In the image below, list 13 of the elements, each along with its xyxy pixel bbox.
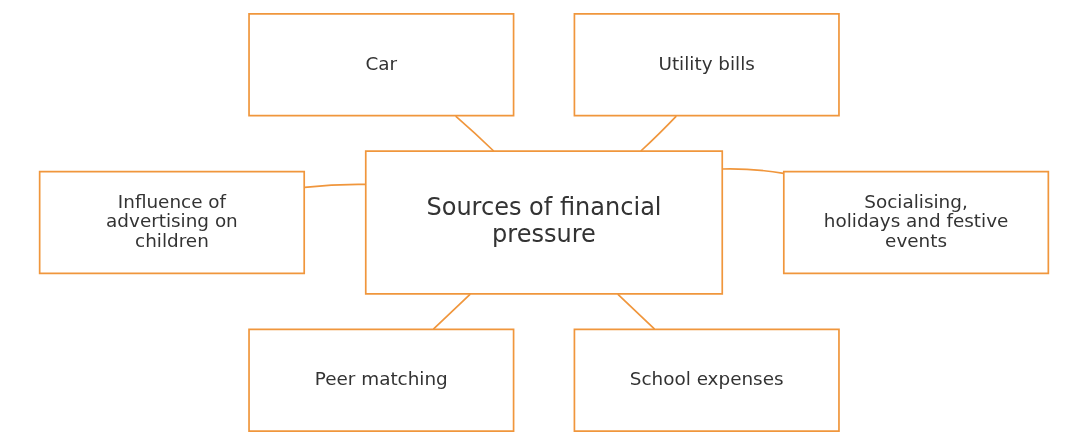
node-box: Socialising, holidays and festive events bbox=[782, 170, 1050, 275]
node-box: Sources of financial pressure bbox=[364, 150, 724, 295]
node-box: Influence of advertising on children bbox=[38, 170, 306, 275]
node-box: Utility bills bbox=[573, 13, 840, 117]
node-box: Peer matching bbox=[248, 328, 515, 433]
connector bbox=[616, 293, 656, 331]
connector bbox=[432, 293, 472, 331]
connector bbox=[721, 168, 785, 175]
connector bbox=[454, 115, 495, 152]
connector bbox=[303, 183, 367, 189]
node-box: School expenses bbox=[573, 328, 840, 433]
connector bbox=[640, 115, 678, 152]
node-box: Car bbox=[248, 13, 515, 117]
